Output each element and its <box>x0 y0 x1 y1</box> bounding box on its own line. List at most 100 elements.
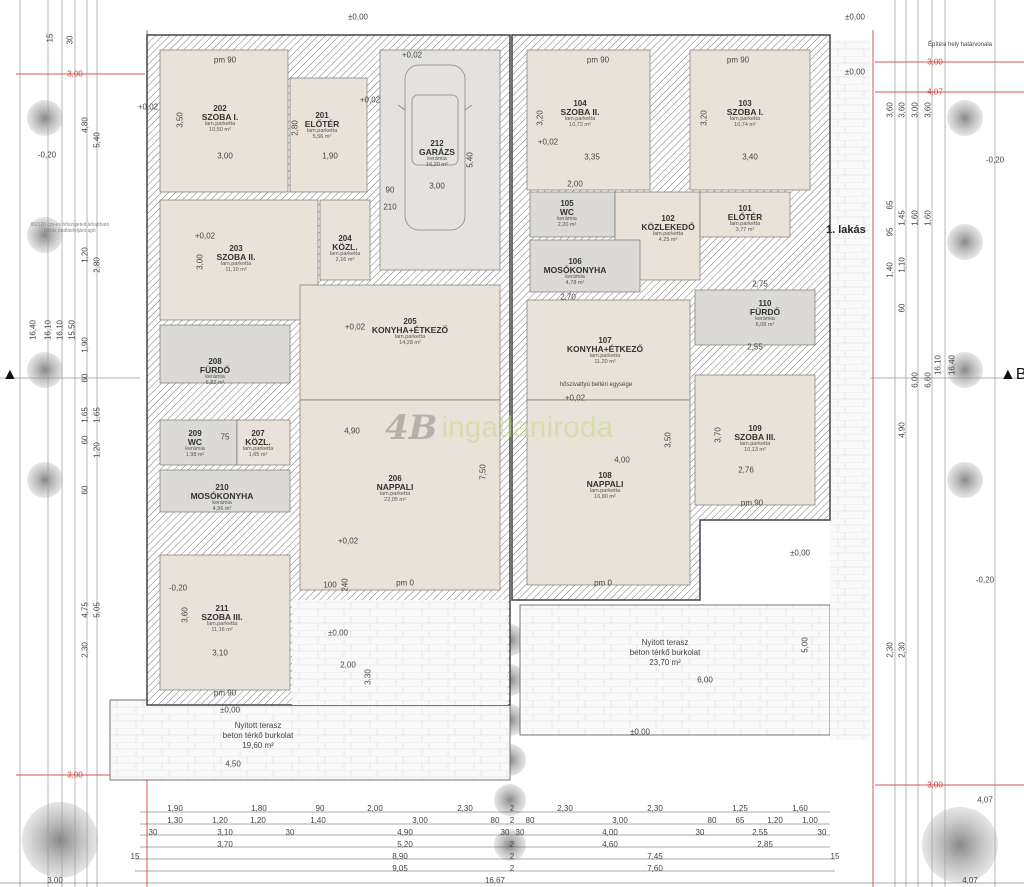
dimension-value: 30 <box>148 828 158 837</box>
room-area: 1,98 m² <box>185 452 205 459</box>
room-floor: kerámia <box>205 374 225 381</box>
side-dimension-right: 16,10 <box>933 354 943 376</box>
plan-annotation: pm 0 <box>396 578 414 588</box>
room-name: MOSÓKONYHA <box>190 491 254 502</box>
side-dimension-right: 3,60 <box>885 102 895 118</box>
side-dimension-right: 3,60 <box>897 102 907 118</box>
dimension-value: 3,00 <box>412 816 428 825</box>
side-dimension-left: 1,65 <box>80 407 90 423</box>
room-name: SZOBA I. <box>201 112 239 123</box>
side-dimension-right: 2,30 <box>897 642 907 658</box>
section-letter: B <box>1015 366 1024 383</box>
plan-annotation: 3,00 <box>927 57 943 67</box>
plan-annotation: +0,02 <box>401 50 423 60</box>
side-dimension-right: 16,40 <box>947 354 957 376</box>
room-name: KONYHA+ÉTKEZŐ <box>371 325 449 336</box>
room-area: 11,10 m² <box>225 267 247 274</box>
room-area: 16,20 m² <box>426 162 448 169</box>
plan-annotation: 240 <box>340 578 350 592</box>
side-dimension-right: 1,60 <box>923 210 933 226</box>
room-name: SZOBA III. <box>201 612 243 623</box>
terrace-paving <box>109 40 870 781</box>
side-dimension-left: 30 <box>65 35 75 45</box>
plan-annotation: 100 <box>323 580 337 590</box>
room-area: 6,82 m² <box>205 380 225 387</box>
attic-door-note: 80/120 cm-es hőszigetelt lehajtható létr… <box>30 222 110 234</box>
dimension-value: 16,67 <box>484 876 506 885</box>
car-outline <box>397 64 473 231</box>
room-name: SZOBA I. <box>726 107 764 118</box>
dimension-value: 2 <box>509 864 515 873</box>
room-name: FÜRDŐ <box>749 307 781 318</box>
plan-annotation: ±0,00 <box>845 12 865 22</box>
side-dimension-right: 1,45 <box>897 210 907 226</box>
room-name: SZOBA II. <box>216 252 256 263</box>
plan-annotation: ±0,00 <box>630 727 650 737</box>
room-num: 108 <box>598 471 612 480</box>
room-floor: kerámia <box>565 274 585 281</box>
room-212-area <box>379 49 501 271</box>
room-area: 10,74 m² <box>734 122 756 129</box>
plan-annotation: -0,20 <box>975 575 995 585</box>
side-dimension-left: 1,20 <box>92 442 102 458</box>
terrace-area: 23,70 m² <box>649 658 681 667</box>
room-area: 16,80 m² <box>594 494 616 501</box>
room-floor: lam.parketta <box>652 231 684 238</box>
room-name: MOSÓKONYHA <box>543 265 607 276</box>
room-num: 209 <box>188 429 202 438</box>
plan-annotation: +0,02 <box>344 322 366 332</box>
room-area: 22,05 m² <box>384 497 406 504</box>
room-num: 202 <box>213 104 227 113</box>
room-fills <box>159 49 816 691</box>
room-name: ELŐTÉR <box>304 119 340 130</box>
side-dimension-left: 16,10 <box>43 319 53 341</box>
plan-annotation: 4,07 <box>977 795 993 805</box>
room-209-area <box>159 419 238 466</box>
room-num: 204 <box>338 234 352 243</box>
room-num: 109 <box>748 424 762 433</box>
room-floor: kerámia <box>557 216 577 223</box>
room-name: NAPPALI <box>376 482 414 493</box>
dimension-lines <box>0 811 1024 884</box>
plan-annotation: pm 90 <box>213 55 237 65</box>
side-dimension-right: 6,60 <box>923 372 933 388</box>
plan-annotation: 210 <box>383 202 397 212</box>
side-dimension-left: 16,40 <box>28 319 38 341</box>
plan-annotation: 3,00 <box>429 181 445 191</box>
room-103-area <box>689 49 811 191</box>
plan-annotation: 3,10 <box>212 648 228 658</box>
plan-annotation: 3,35 <box>584 152 600 162</box>
dimension-value: 1,20 <box>212 816 228 825</box>
side-dimension-left: 5,40 <box>92 132 102 148</box>
room-num: 205 <box>403 317 417 326</box>
terrace-title: Nyitott terasz <box>641 638 689 647</box>
side-dimension-left: 60 <box>80 373 90 383</box>
room-num: 110 <box>758 299 772 308</box>
room-area: 4,25 m² <box>658 237 678 244</box>
room-107-area <box>526 299 691 401</box>
dimension-value: 1,30 <box>167 816 183 825</box>
room-104-area <box>526 49 651 191</box>
room-name: KÖZL. <box>245 437 271 448</box>
section-mark-b: ▲B <box>1000 366 1024 384</box>
plan-annotation: -0,20 <box>168 583 188 593</box>
plan-annotation: +0,02 <box>337 536 359 546</box>
dimension-value: 2 <box>509 816 515 825</box>
plan-annotation: 3,70 <box>713 427 723 443</box>
dimension-value: 4,07 <box>962 876 978 885</box>
room-floor: kerámia <box>185 446 205 453</box>
plan-annotation: 4,00 <box>614 455 630 465</box>
plan-annotation: +0,02 <box>359 95 381 105</box>
dimension-value: 65 <box>735 816 745 825</box>
section-mark-a: ▲ <box>2 366 18 383</box>
room-name: KÖZL. <box>332 242 358 253</box>
